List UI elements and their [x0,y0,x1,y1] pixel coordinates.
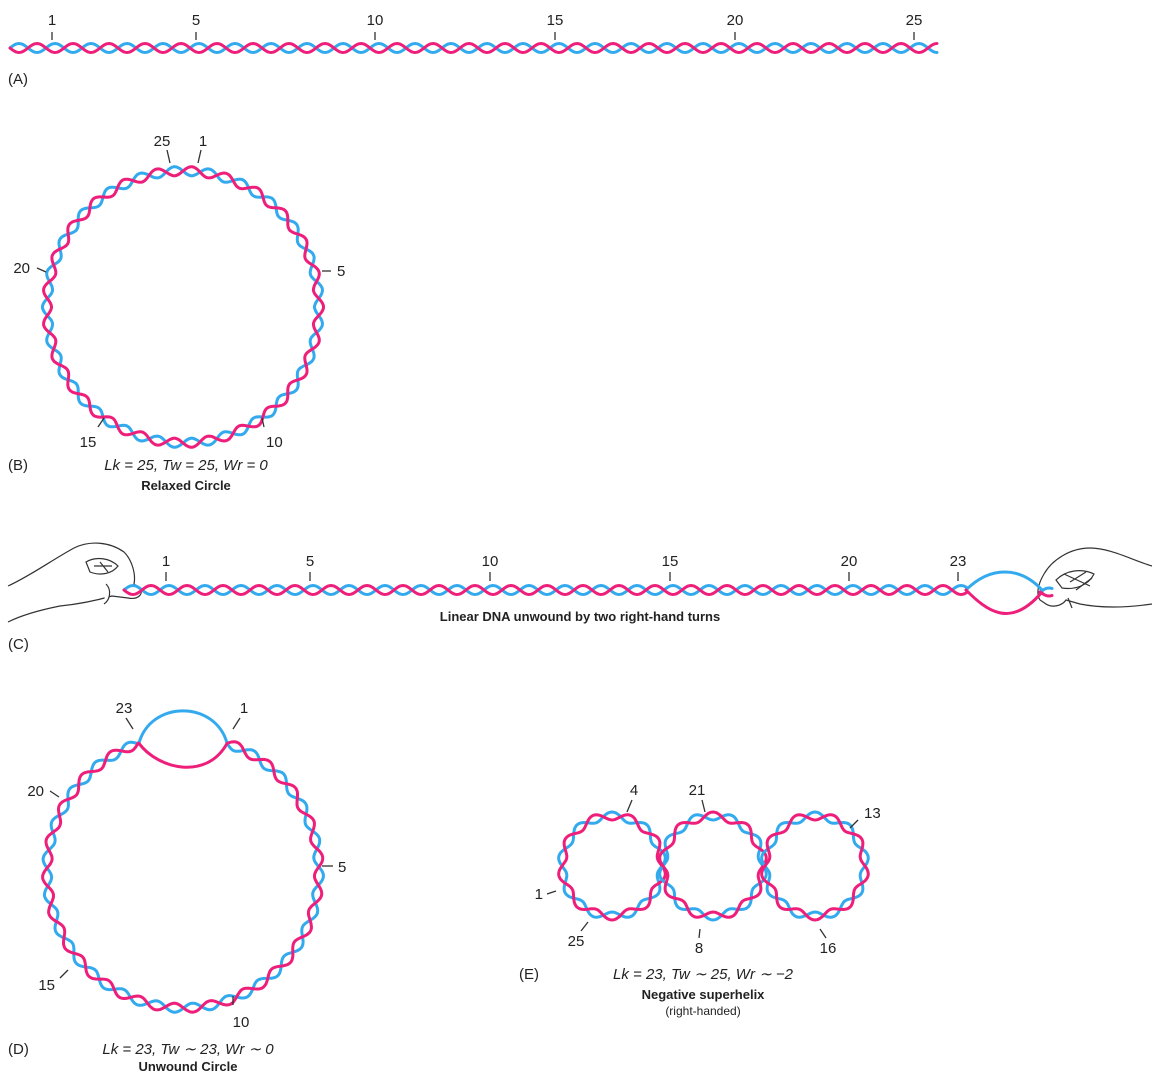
tick-label: 1 [240,700,248,717]
linear-dna-helix-a [8,41,939,55]
tick-label: 5 [338,859,346,876]
panel-a: 1 5 10 15 20 25 (A) [8,12,939,88]
dna-strand-red [557,813,667,922]
tick-label: 25 [154,133,171,150]
tick-label: 25 [568,933,585,950]
dna-strand-red [1038,590,1054,598]
tick-label: 5 [337,263,345,280]
unwound-strand-blue [964,570,1044,592]
panel-d: 23 1 5 10 15 20 (D) Lk = 23, Tw ∼ 23, Wr… [8,700,346,1074]
tick-label: 1 [48,12,56,29]
relaxed-circle-helix [41,165,325,449]
formula-e: Lk = 23, Tw ∼ 25, Wr ∼ −2 [613,966,794,983]
caption-c: Linear DNA unwound by two right-hand tur… [440,609,720,624]
caption-d: Unwound Circle [139,1059,238,1074]
tick-marks-a [51,32,915,40]
tick-label: 8 [695,940,703,957]
panel-label-e: (E) [519,966,539,983]
tick-label: 13 [864,805,881,822]
tick-label: 4 [630,782,638,799]
dna-strand-blue [1038,586,1054,594]
dna-strand-red [658,810,768,919]
tick-marks-e [546,799,859,939]
dna-strand-blue [8,41,939,55]
left-hand-icon [7,542,142,623]
tick-label: 10 [367,12,384,29]
right-hand-icon [1037,547,1153,609]
unwound-strand-blue [137,709,229,745]
tick-label: 23 [116,700,133,717]
dna-strand-red [8,41,939,55]
dna-strand-red [42,165,325,449]
dna-strand-red [760,813,870,922]
subcaption-e: (right-handed) [665,1004,740,1018]
negative-superhelix [557,810,870,922]
tick-label: 15 [38,977,55,994]
caption-b: Relaxed Circle [141,478,231,493]
tick-label: 23 [950,553,967,570]
tick-label: 20 [727,12,744,29]
tick-label: 15 [662,553,679,570]
panel-c: 1 5 10 15 20 23 Linear DNA unwound by tw… [7,542,1153,653]
tick-label: 16 [820,940,837,957]
tick-label: 5 [192,12,200,29]
panel-label-b: (B) [8,457,28,474]
caption-e: Negative superhelix [642,987,766,1002]
panel-label-c: (C) [8,636,29,653]
tick-label: 10 [266,434,283,451]
tick-marks-c [165,572,959,581]
tick-label: 20 [13,260,30,277]
dna-strand-red [122,583,969,597]
tick-label: 20 [27,783,44,800]
tick-label: 1 [199,133,207,150]
tick-label: 25 [906,12,923,29]
tick-label: 1 [162,553,170,570]
unwound-strand-red [964,588,1044,615]
panel-e: 4 21 13 1 25 8 16 (E) Lk = 23, Tw ∼ 25, … [519,782,881,1018]
formula-d: Lk = 23, Tw ∼ 23, Wr ∼ 0 [102,1041,274,1058]
panel-label-d: (D) [8,1041,29,1058]
formula-b: Lk = 25, Tw = 25, Wr = 0 [104,457,268,474]
tick-label: 15 [547,12,564,29]
tick-label: 10 [482,553,499,570]
unwound-strand-red [137,741,229,769]
tick-label: 15 [80,434,97,451]
tick-label: 5 [306,553,314,570]
unwound-circle-helix [41,709,325,1014]
dna-strand-red [41,740,325,1014]
tick-label: 21 [689,782,706,799]
tick-marks-b [36,149,331,428]
tick-label: 1 [535,886,543,903]
panel-b: 25 1 5 10 15 20 (B) Lk = 25, Tw = 25, Wr… [8,133,345,493]
tick-marks-d [49,717,333,1005]
tick-label: 10 [233,1014,250,1031]
unwound-linear-dna-helix [122,570,1054,615]
panel-label-a: (A) [8,71,28,88]
tick-label: 20 [841,553,858,570]
